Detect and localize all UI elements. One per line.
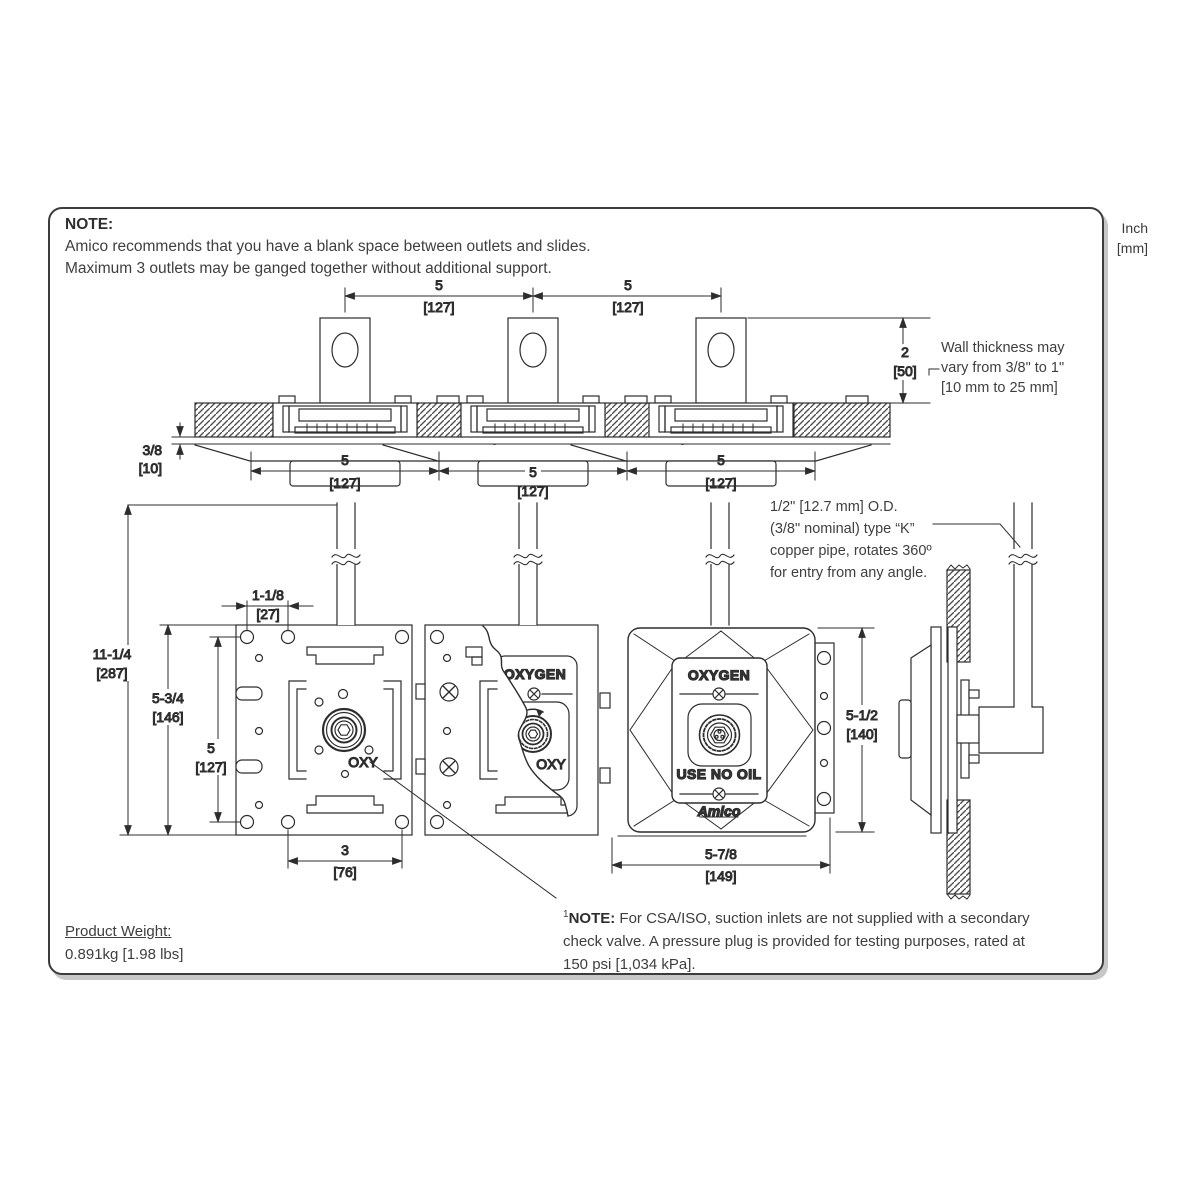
oxy-label: OXY [348, 754, 378, 770]
slide-rail [479, 680, 498, 780]
finished-outlet-plate-3: OXYGEN USE NO OIL Amico [599, 626, 889, 885]
svg-text:[50]: [50] [893, 363, 916, 379]
top-note-line2: Maximum 3 outlets may be ganged together… [65, 260, 552, 277]
dim-cover-height: 5-1/2 [140] [817, 626, 889, 834]
product-weight: Product Weight: 0.891kg [1.98 lbs] [65, 920, 183, 966]
units-mm: [mm] [1116, 240, 1148, 256]
screw-icon [439, 682, 459, 702]
top-note-title: NOTE: [65, 216, 114, 233]
dim-bottom-holes: 3 [76] [286, 829, 404, 881]
outlet-stub [898, 699, 912, 759]
gas-outlet-connector [698, 714, 741, 756]
back-bracket [947, 626, 958, 834]
svg-text:3: 3 [341, 842, 349, 858]
riser-pipe-3 [705, 502, 735, 626]
csa-iso-note: 1NOTE: For CSA/ISO, suction inlets are n… [563, 909, 1030, 973]
svg-text:[127]: [127] [423, 299, 454, 315]
note-ref-1: 1 [563, 909, 569, 920]
product-weight-label: Product Weight: [65, 923, 172, 940]
csa-note-leader [369, 761, 557, 899]
tear-edge [482, 625, 569, 817]
svg-text:5: 5 [207, 740, 215, 756]
svg-text:1-1/8: 1-1/8 [252, 587, 284, 603]
outlet-cover: OXYGEN USE NO OIL Amico [627, 627, 816, 833]
svg-text:[76]: [76] [333, 864, 356, 880]
rail-holes [816, 650, 832, 807]
top-note: NOTE: Amico recommends that you have a b… [65, 214, 591, 280]
product-weight-value: 0.891kg [1.98 lbs] [65, 946, 184, 963]
svg-text:[149]: [149] [705, 868, 736, 884]
top-note-line1: Amico recommends that you have a blank s… [65, 238, 591, 255]
pipe-note-leader [932, 523, 1021, 548]
svg-text:[127]: [127] [329, 475, 360, 491]
oxy-label: OXY [536, 756, 566, 772]
rough-in-plate-2: OXYGEN OXY [415, 624, 599, 836]
screw-icon [712, 687, 726, 701]
rail-fragment [471, 656, 483, 666]
screw-icon [439, 757, 459, 777]
svg-text:5: 5 [624, 277, 632, 293]
svg-text:[10]: [10] [139, 460, 162, 476]
csa-note-label: NOTE: [568, 910, 616, 927]
amico-logo: Amico [697, 803, 741, 819]
units-label: Inch [mm] [1104, 218, 1148, 258]
dim-hole-offset: 1-1/8 [27] [221, 587, 314, 631]
wall-thickness-note: Wall thickness may vary from 3/8" to 1" … [941, 340, 1065, 396]
dim-wall-3-8in: 3/8 [10] [138, 422, 301, 477]
svg-text:5: 5 [341, 452, 349, 468]
cover-bevel [910, 643, 932, 817]
svg-text:11-1/4: 11-1/4 [93, 646, 132, 662]
svg-text:5: 5 [717, 452, 725, 468]
svg-text:[127]: [127] [612, 299, 643, 315]
slide-tab [599, 692, 611, 709]
dim-bottom-spacing: 5 [127] 5 [127] 5 [127] [249, 451, 817, 500]
dim-left-stack: 11-1/4 [287] 5-3/4 [146] 5 [127] [82, 503, 338, 837]
slide-tab [415, 758, 426, 775]
outlet-box-top-2 [460, 317, 606, 438]
rough-in-plate-1: OXY [235, 624, 413, 836]
svg-text:[127]: [127] [195, 759, 226, 775]
slide-slot [235, 686, 263, 701]
svg-text:[146]: [146] [152, 709, 183, 725]
dim-top-spacing: 5 [127] 5 [127] [343, 277, 723, 316]
screw-icon [712, 787, 726, 801]
drawing-border [48, 207, 1104, 975]
dim-standoff-2in: 2 [50] [747, 316, 940, 405]
riser-pipe-2 [513, 502, 543, 626]
cover-edge [930, 626, 942, 834]
svg-text:[127]: [127] [705, 475, 736, 491]
dim-cover-width: 5-7/8 [149] [610, 817, 832, 885]
riser-pipe-1 [331, 502, 361, 626]
copper-pipe-side [978, 502, 1044, 754]
mounting-holes [429, 629, 452, 830]
top-view-cross-section: 5 [127] 5 [127] 2 [50] 3/8 [138, 277, 940, 500]
svg-text:5-1/2: 5-1/2 [846, 707, 878, 723]
slide-tab [599, 767, 611, 784]
side-view [898, 502, 1044, 900]
slide-rails [288, 646, 402, 814]
screw-icon [527, 687, 541, 701]
slide-tab [415, 683, 426, 700]
svg-text:[287]: [287] [96, 665, 127, 681]
units-inch: Inch [1121, 220, 1148, 236]
svg-text:5-7/8: 5-7/8 [705, 846, 737, 862]
oxygen-label: OXYGEN [504, 666, 566, 682]
svg-text:[140]: [140] [846, 726, 877, 742]
svg-text:[127]: [127] [517, 483, 548, 499]
svg-text:5-3/4: 5-3/4 [152, 690, 184, 706]
outlet-box-top-3 [648, 317, 794, 438]
outlet-box-top-1 [272, 317, 418, 438]
svg-text:2: 2 [901, 344, 909, 360]
use-no-oil-label: USE NO OIL [677, 766, 762, 782]
svg-text:5: 5 [435, 277, 443, 293]
svg-text:[27]: [27] [256, 606, 279, 622]
oxygen-label: OXYGEN [688, 667, 750, 683]
svg-text:3/8: 3/8 [143, 442, 163, 458]
bottom-rail [495, 796, 571, 814]
gas-outlet-rough [321, 707, 367, 753]
slide-slot [235, 759, 263, 774]
copper-pipe-note: 1/2" [12.7 mm] O.D. (3/8" nominal) type … [770, 499, 932, 581]
svg-text:5: 5 [529, 464, 537, 480]
